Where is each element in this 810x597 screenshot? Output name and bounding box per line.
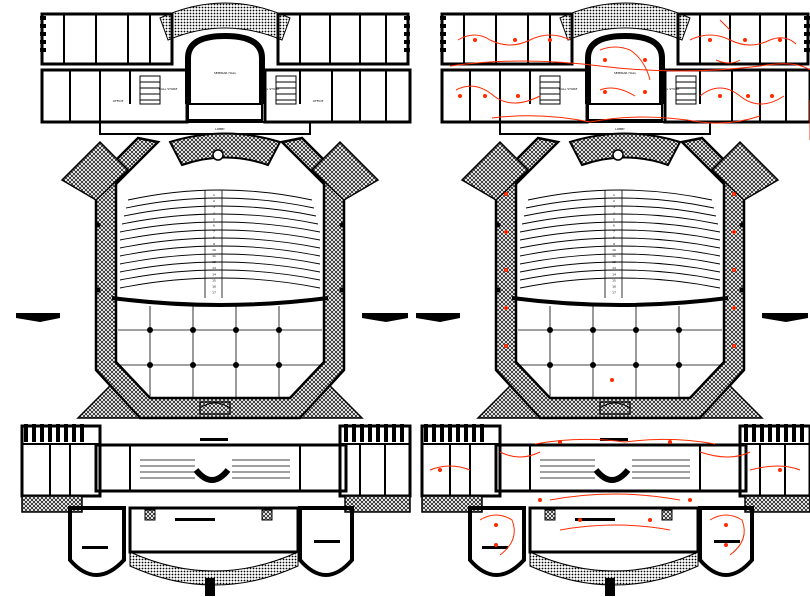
- label-wing-left: HALL STORE: [159, 87, 178, 91]
- room-labels: SEMINAR HALL HALL STORE HALL STORE LOBBY…: [113, 71, 324, 131]
- row-number: 3: [213, 205, 215, 209]
- label-wing-right: HALL STORE: [261, 87, 280, 91]
- row-number: 7: [213, 230, 215, 234]
- row-number: 5: [613, 217, 615, 221]
- row-number: 10: [612, 248, 616, 252]
- plan-electrical: SEMINAR HALL HALL STORE HALL STORE LOBBY…: [416, 3, 810, 596]
- label-office-2: OFFICE: [313, 99, 324, 103]
- row-number: 14: [212, 272, 216, 276]
- row-number: 8: [213, 236, 215, 240]
- electrical-fixtures: [438, 38, 782, 547]
- row-number: 3: [613, 205, 615, 209]
- row-number: 2: [213, 199, 215, 203]
- electrical-wiring: [429, 19, 810, 556]
- label-lobby: LOBBY: [215, 127, 225, 131]
- row-number: 12: [212, 260, 216, 264]
- room-labels-electrical: SEMINAR HALL HALL STORE HALL STORE LOBBY: [559, 71, 680, 131]
- label-seminar-hall: SEMINAR HALL: [214, 71, 237, 75]
- row-number: 1: [613, 193, 615, 197]
- row-number: 13: [612, 266, 616, 270]
- row-number: 11: [212, 254, 216, 258]
- row-number: 14: [612, 272, 616, 276]
- row-number: 16: [212, 285, 216, 289]
- row-number: 4: [613, 211, 615, 215]
- row-number: 7: [613, 230, 615, 234]
- label-office-1: OFFICE: [113, 99, 124, 103]
- row-number: 15: [612, 278, 616, 282]
- row-number: 11: [612, 254, 616, 258]
- row-number: 8: [613, 236, 615, 240]
- row-number: 6: [613, 224, 615, 228]
- row-number: 9: [613, 242, 615, 246]
- label-wing-left-2: HALL STORE: [559, 87, 578, 91]
- row-number: 15: [212, 278, 216, 282]
- row-number: 1: [213, 193, 215, 197]
- row-number: 16: [612, 285, 616, 289]
- label-wing-right-2: HALL STORE: [661, 87, 680, 91]
- row-number: 12: [612, 260, 616, 264]
- row-number: 2: [613, 199, 615, 203]
- row-number: 17: [612, 291, 616, 295]
- row-number: 10: [212, 248, 216, 252]
- row-number: 5: [213, 217, 215, 221]
- row-number: 6: [213, 224, 215, 228]
- label-seminar-hall-2: SEMINAR HALL: [614, 71, 637, 75]
- label-lobby-2: LOBBY: [615, 127, 625, 131]
- row-number: 9: [213, 242, 215, 246]
- row-number: 13: [212, 266, 216, 270]
- row-number: 4: [213, 211, 215, 215]
- row-number: 17: [212, 291, 216, 295]
- plan-architectural: SEMINAR HALL HALL STORE HALL STORE LOBBY…: [16, 3, 410, 596]
